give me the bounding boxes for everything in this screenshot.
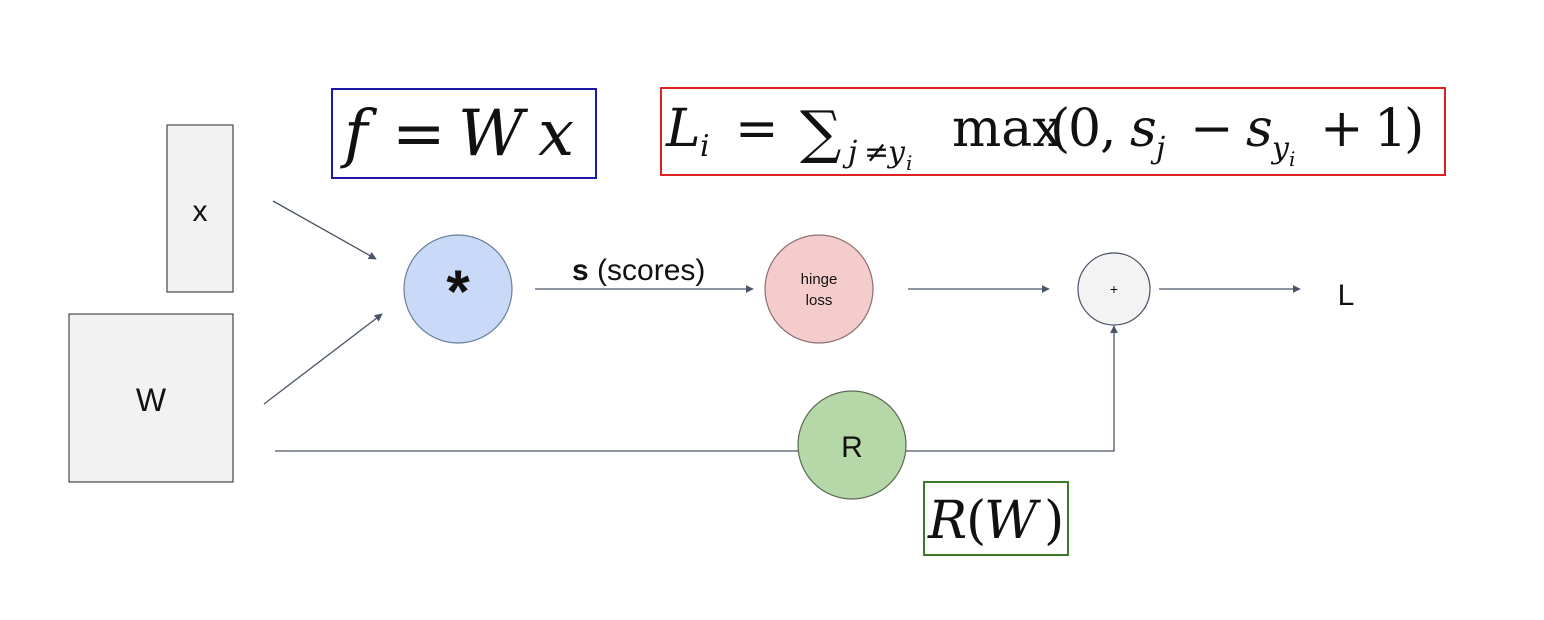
loss-equals: = — [735, 99, 779, 159]
scores-label: s (scores) — [572, 254, 705, 287]
regularization-node: R — [797, 390, 907, 500]
multiply-node: * — [403, 234, 513, 344]
reg-W: W — [984, 491, 1041, 551]
plus-label: + — [1110, 281, 1118, 297]
loss-s2: s — [1246, 99, 1273, 159]
formula-f-x: x — [538, 97, 574, 171]
input-x-label: x — [193, 195, 208, 228]
loss-close-paren: ) — [1404, 99, 1424, 159]
loss-open-paren: ( — [1050, 99, 1070, 159]
formula-reg-box: R ( W ) — [923, 481, 1069, 556]
hinge-loss-label-2: loss — [806, 292, 833, 309]
input-w-node: W — [68, 313, 234, 483]
multiply-label: * — [446, 258, 470, 325]
formula-loss-box: L i = ∑ j ≠ y i max ( 0 , s j − s y i + … — [660, 87, 1446, 183]
loss-sum: ∑ — [800, 98, 841, 166]
reg-open-paren: ( — [966, 491, 986, 551]
loss-L: L — [665, 99, 701, 159]
edge-x-to-multiply — [272, 200, 377, 260]
loss-minus: − — [1190, 99, 1234, 159]
formula-f-equals: = — [392, 97, 446, 171]
output-loss-label: L — [1338, 279, 1355, 312]
regularization-label: R — [841, 431, 863, 464]
svg-text:R ( W ): R ( W ) — [927, 491, 1064, 551]
loss-sub-yi: i — [906, 151, 912, 175]
scores-label-rest: (scores) — [589, 254, 706, 287]
edge-w-to-multiply — [263, 313, 383, 405]
loss-plus: + — [1320, 99, 1364, 159]
loss-sub-j: j — [842, 135, 857, 170]
loss-max: max — [952, 99, 1062, 159]
plus-node: + — [1077, 252, 1151, 326]
loss-comma: , — [1100, 99, 1117, 159]
input-w-label: W — [136, 382, 167, 418]
input-x-node: x — [166, 124, 234, 293]
formula-f-w: W — [458, 97, 529, 171]
reg-close-paren: ) — [1044, 491, 1064, 551]
hinge-loss-node: hinge loss — [764, 234, 874, 344]
reg-R: R — [927, 491, 967, 551]
loss-one: 1 — [1374, 99, 1407, 159]
loss-sub-ne: ≠ — [864, 135, 889, 170]
loss-zero: 0 — [1068, 99, 1101, 159]
hinge-loss-label-1: hinge — [801, 271, 838, 288]
svg-text:L i = ∑: L i = ∑ j ≠ y i max ( 0 , s j − s y i + … — [665, 98, 1424, 183]
loss-i: i — [700, 129, 710, 164]
loss-sub-y: y — [886, 135, 906, 170]
loss-s2-sub-i: i — [1289, 147, 1295, 171]
scores-label-bold: s — [572, 254, 589, 287]
edge-reg-to-plus — [906, 325, 1118, 452]
loss-s2-sub-y: y — [1270, 131, 1290, 166]
svg-text:f = W x: f = W x — [340, 97, 574, 171]
formula-f-box: f = W x — [331, 88, 597, 179]
loss-s1: s — [1130, 99, 1157, 159]
formula-f-var: f — [340, 97, 378, 171]
